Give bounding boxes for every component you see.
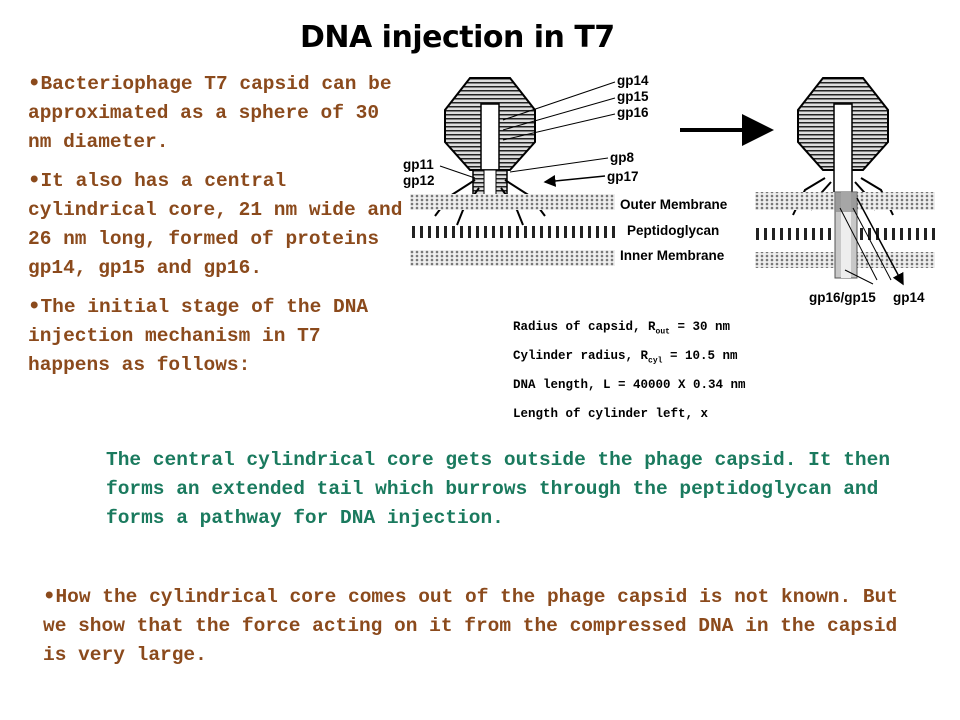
label-gp8: gp8 bbox=[610, 150, 634, 165]
formula-rcyl: Cylinder radius, Rcyl = 10.5 nm bbox=[513, 346, 746, 375]
formula-list: Radius of capsid, Rout = 30 nm Cylinder … bbox=[513, 317, 746, 433]
inner-membrane-left bbox=[410, 250, 615, 266]
label-gp14: gp14 bbox=[617, 73, 649, 88]
bullet-mark: • bbox=[28, 168, 41, 191]
bottom-paragraph: •How the cylindrical core comes out of t… bbox=[43, 581, 923, 670]
formula-subscript: cyl bbox=[648, 356, 663, 366]
label-inner-membrane: Inner Membrane bbox=[620, 248, 725, 263]
label-gp16: gp16 bbox=[617, 105, 649, 120]
label-gp17: gp17 bbox=[607, 169, 639, 184]
t7-injection-diagram: gp14 gp15 gp16 gp8 gp11 gp12 gp17 Outer … bbox=[403, 73, 935, 305]
formula-dna-length: DNA length, L = 40000 X 0.34 nm bbox=[513, 375, 746, 404]
slide-title: DNA injection in T7 bbox=[300, 20, 615, 55]
bullet-text: The initial stage of the DNA injection m… bbox=[28, 296, 369, 376]
outer-membrane-left bbox=[410, 194, 615, 210]
bullet-mark: • bbox=[43, 584, 56, 607]
label-gp16-gp15: gp16/gp15 bbox=[809, 290, 876, 305]
bullet-text: Bacteriophage T7 capsid can be approxima… bbox=[28, 73, 392, 153]
bottom-paragraph-text: How the cylindrical core comes out of th… bbox=[43, 586, 899, 666]
label-outer-membrane: Outer Membrane bbox=[620, 197, 728, 212]
bullet-core: •It also has a central cylindrical core,… bbox=[28, 165, 408, 283]
bullet-mark: • bbox=[28, 71, 41, 94]
bullet-mark: • bbox=[28, 294, 41, 317]
label-peptidoglycan: Peptidoglycan bbox=[627, 223, 719, 238]
formula-rout: Radius of capsid, Rout = 30 nm bbox=[513, 317, 746, 346]
formula-text: DNA length, L = 40000 X 0.34 nm bbox=[513, 378, 746, 392]
label-gp12: gp12 bbox=[403, 173, 435, 188]
formula-subscript: out bbox=[655, 327, 670, 337]
green-paragraph: The central cylindrical core gets outsid… bbox=[106, 449, 891, 529]
formula-text: Length of cylinder left, x bbox=[513, 407, 709, 421]
label-gp11: gp11 bbox=[403, 157, 434, 172]
left-bullet-list: •Bacteriophage T7 capsid can be approxim… bbox=[28, 68, 408, 388]
bullet-capsid: •Bacteriophage T7 capsid can be approxim… bbox=[28, 68, 408, 157]
formula-text: = 30 nm bbox=[669, 320, 730, 334]
peptidoglycan-left bbox=[410, 226, 615, 238]
formula-text: Radius of capsid, R bbox=[513, 320, 656, 334]
label-gp14-right: gp14 bbox=[893, 290, 925, 305]
label-gp15: gp15 bbox=[617, 89, 649, 104]
formula-cylinder-left: Length of cylinder left, x bbox=[513, 404, 746, 433]
formula-text: Cylinder radius, R bbox=[513, 349, 649, 363]
formula-text: = 10.5 nm bbox=[662, 349, 738, 363]
bullet-injection: •The initial stage of the DNA injection … bbox=[28, 291, 408, 380]
bullet-text: It also has a central cylindrical core, … bbox=[28, 170, 403, 279]
